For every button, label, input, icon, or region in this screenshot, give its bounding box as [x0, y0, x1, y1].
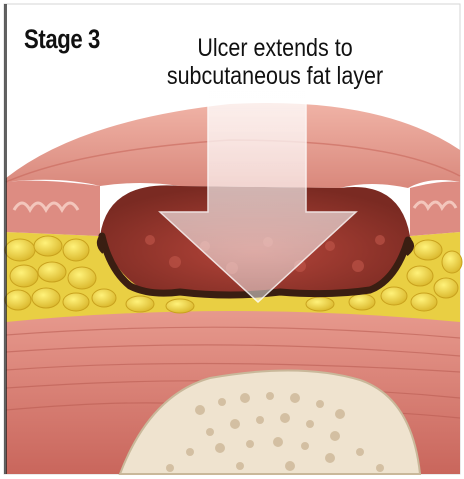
- dermal-papillae: [12, 200, 458, 214]
- depth-arrow: [158, 85, 358, 304]
- stage-title: Stage 3: [24, 24, 100, 54]
- bone: [118, 369, 422, 475]
- bone-marrow: [166, 392, 384, 472]
- fat-layer: [6, 232, 460, 322]
- caption-line-2: subcutaneous fat layer: [166, 62, 384, 90]
- ulcer-rim: [98, 232, 412, 299]
- dermis-layer-right: [410, 181, 460, 236]
- caption-line-1: Ulcer extends to: [197, 34, 353, 62]
- ulcer-caption: Ulcer extends to subcutaneous fat layer: [150, 34, 399, 90]
- fat-lobules: [4, 235, 463, 314]
- dermis-layer: [6, 180, 100, 236]
